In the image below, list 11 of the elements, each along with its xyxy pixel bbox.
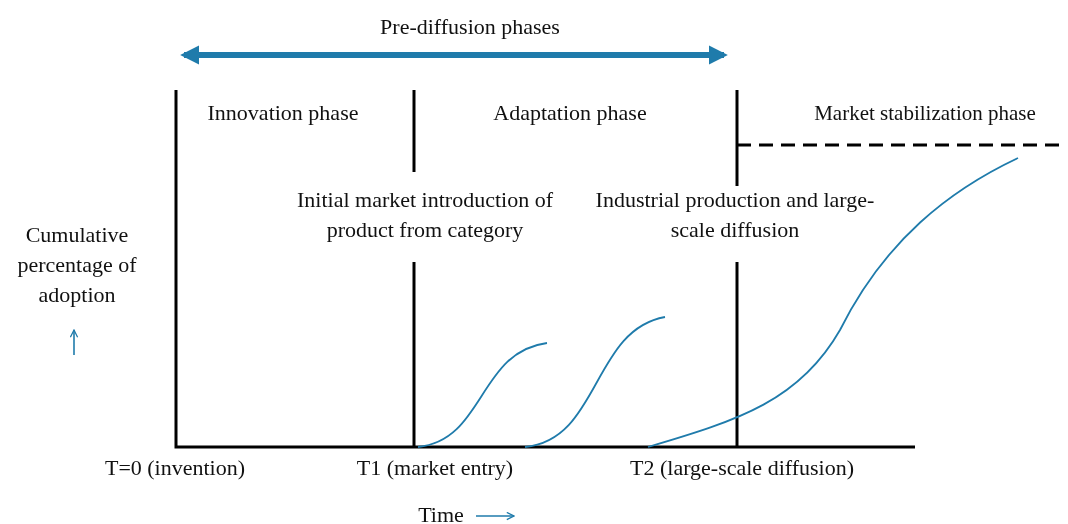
milestone-label: Initial market introduction of product from category	[296, 186, 554, 244]
phase-label: Adaptation phase	[493, 99, 647, 127]
tick-label: T2 (large-scale diffusion)	[630, 454, 854, 482]
phase-label: Market stabilization phase	[814, 100, 1036, 127]
axis-label: Cumulative percentage of adoption	[16, 221, 138, 309]
tick-label: T1 (market entry)	[356, 454, 514, 482]
phase-label: Innovation phase	[207, 99, 359, 127]
phase-heading: Pre-diffusion phases	[380, 13, 560, 41]
axis-label: Time	[418, 501, 464, 524]
milestone-label: Industrial production and large-scale diffusion	[594, 186, 876, 244]
tick-label: T=0 (invention)	[104, 454, 246, 482]
